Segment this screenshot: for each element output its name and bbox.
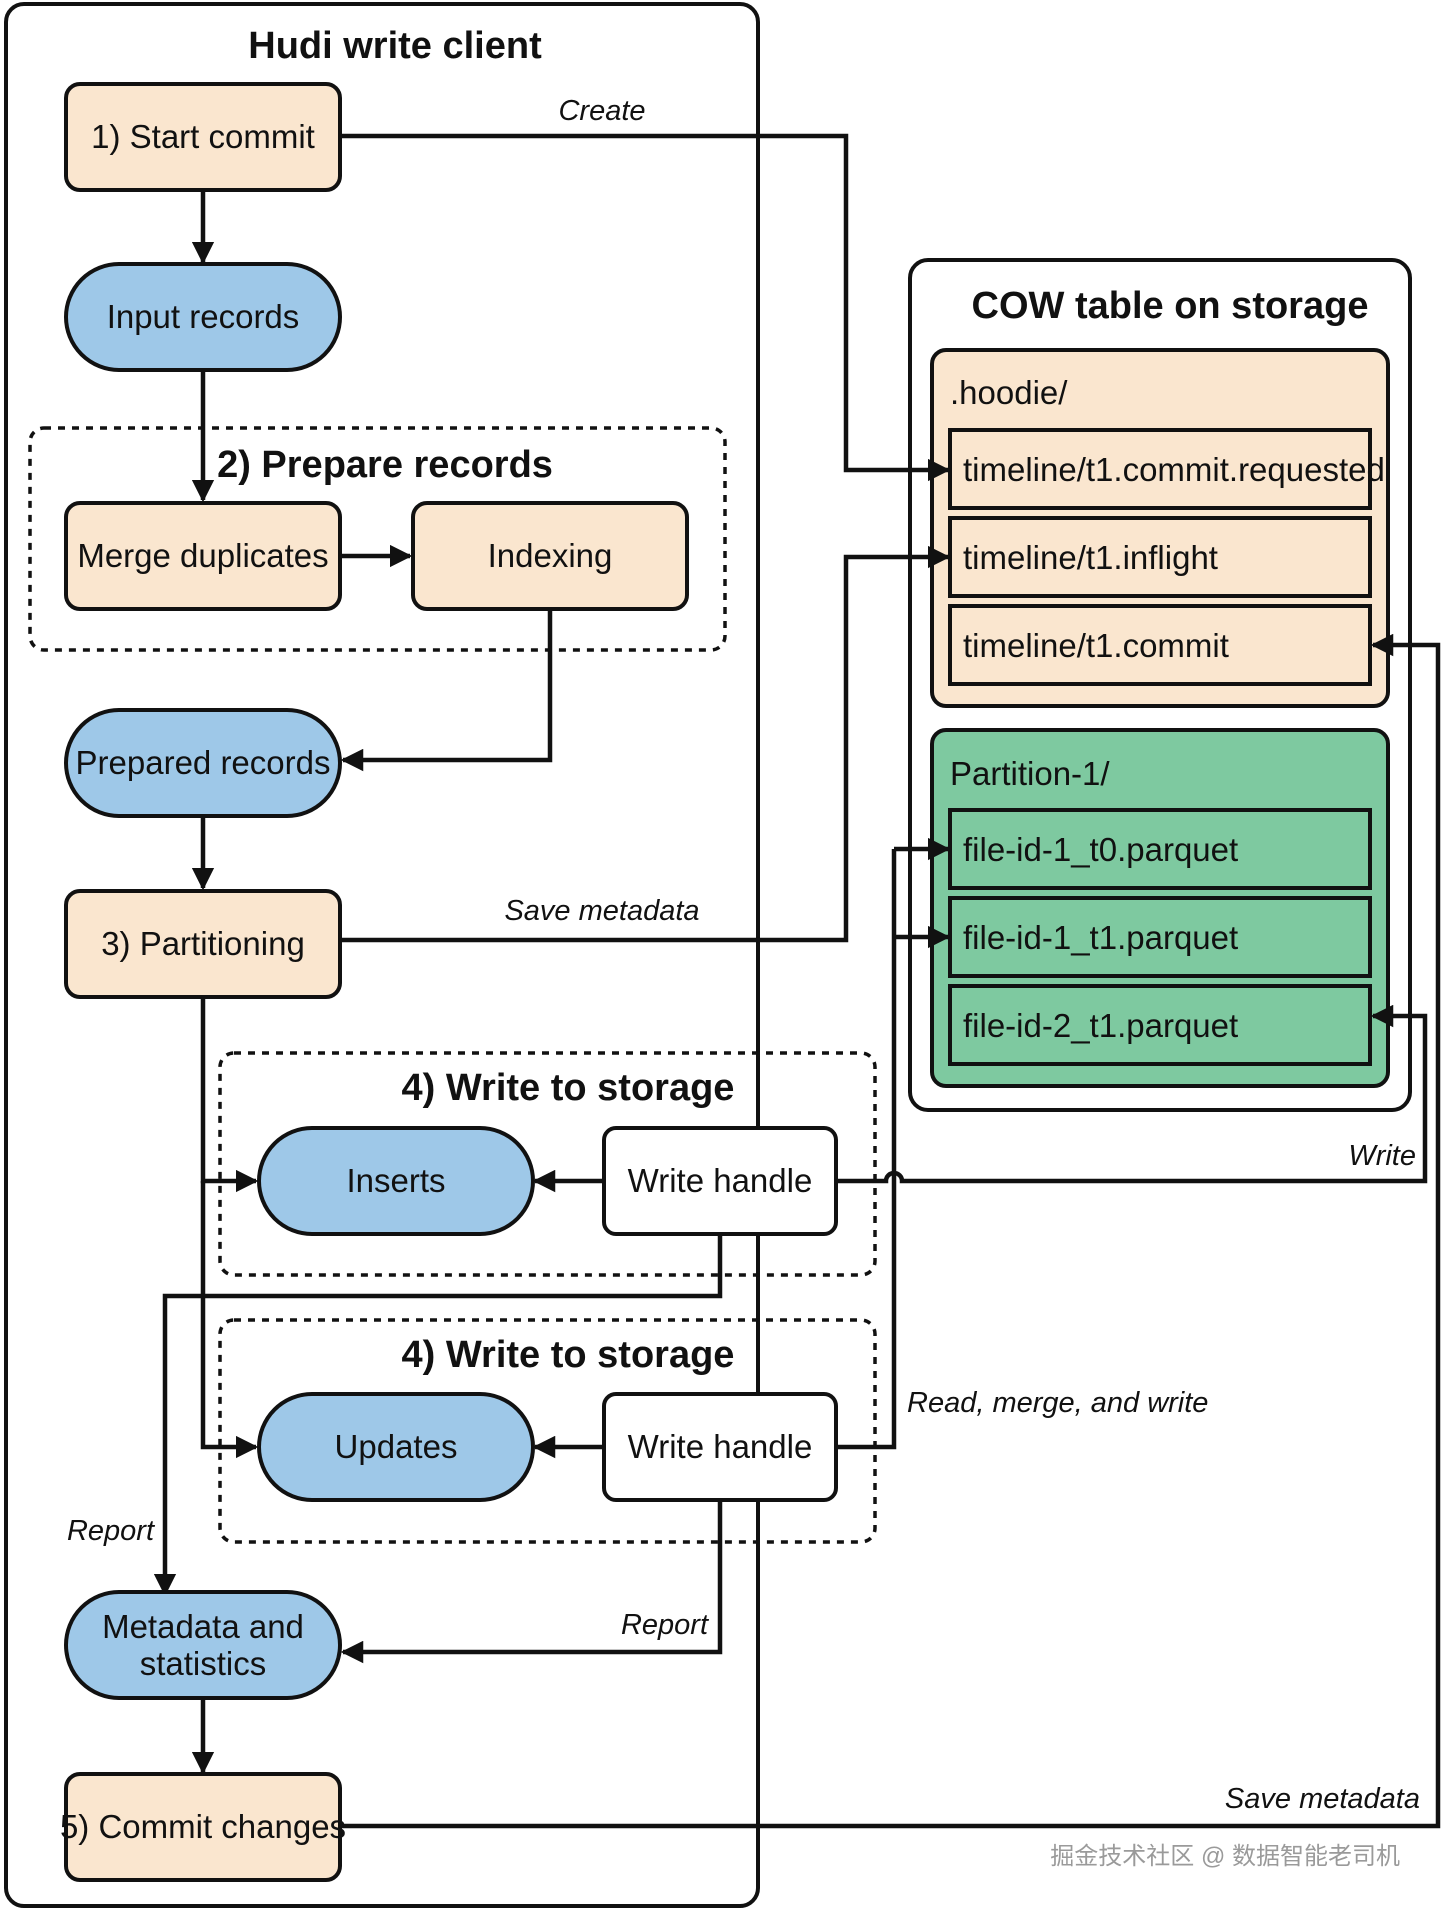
- prepare-records-title: 2) Prepare records: [217, 444, 553, 486]
- cow-table-title: COW table on storage: [972, 285, 1369, 327]
- prepared-records-node: [64, 708, 342, 818]
- timeline-requested-file: [948, 428, 1372, 510]
- write-storage-group-2: [218, 1318, 877, 1544]
- save-metadata-top-label: Save metadata: [504, 895, 699, 927]
- parquet-file-1-label: file-id-1_t0.parquet: [963, 831, 1238, 868]
- timeline-inflight-file: [948, 516, 1372, 598]
- timeline-commit-file: [948, 604, 1372, 686]
- indexing-label: Indexing: [488, 537, 613, 574]
- partitioning-node: [64, 889, 342, 999]
- parquet-file-3-label: file-id-2_t1.parquet: [963, 1007, 1238, 1044]
- report-left-label: Report: [67, 1515, 156, 1547]
- write-edge-label: Write: [1348, 1140, 1416, 1172]
- write-storage-group-2-title: 4) Write to storage: [402, 1334, 735, 1376]
- watermark: 掘金技术社区 @ 数据智能老司机: [1050, 1843, 1400, 1870]
- commit-changes-node: [64, 1772, 342, 1882]
- save-metadata-bottom-label: Save metadata: [1225, 1783, 1420, 1815]
- edge-save-metadata-top: [340, 545, 951, 943]
- report-right-label: Report: [621, 1609, 710, 1641]
- edge-report-right: [340, 1500, 723, 1664]
- inserts-label: Inserts: [346, 1162, 445, 1199]
- read-merge-write-label: Read, merge, and write: [907, 1387, 1208, 1419]
- input-records-node: [64, 262, 342, 372]
- indexing-node: [411, 501, 689, 611]
- write-storage-group-1-title: 4) Write to storage: [402, 1067, 735, 1109]
- edge-partitioning-to-inserts: [200, 995, 259, 1193]
- metadata-statistics-line2: statistics: [140, 1645, 267, 1682]
- edge-save-metadata-bottom: [340, 633, 1441, 1829]
- parquet-file-3: [948, 984, 1372, 1066]
- edge-report-left: [153, 1234, 723, 1597]
- edge-indexing-to-prepared: [340, 610, 553, 772]
- start-commit-label: 1) Start commit: [91, 118, 315, 155]
- metadata-statistics-line1: Metadata and: [102, 1608, 304, 1645]
- write-handle-2-label: Write handle: [628, 1428, 813, 1465]
- merge-duplicates-label: Merge duplicates: [77, 537, 328, 574]
- write-handle-1-node: [602, 1126, 838, 1236]
- input-records-label: Input records: [107, 298, 300, 335]
- partition-folder-label: Partition-1/: [950, 755, 1110, 792]
- merge-duplicates-node: [64, 501, 342, 611]
- start-commit-node: [64, 82, 342, 192]
- commit-changes-label: 5) Commit changes: [60, 1808, 346, 1845]
- write-handle-2-node: [602, 1392, 838, 1502]
- write-storage-group-1: [218, 1051, 877, 1277]
- hoodie-folder-label: .hoodie/: [950, 374, 1068, 411]
- parquet-file-2: [948, 896, 1372, 978]
- updates-node: [257, 1392, 535, 1502]
- edge-create: [340, 133, 951, 482]
- hudi-write-client-frame: [4, 2, 760, 1908]
- hudi-write-client-title: Hudi write client: [248, 25, 542, 67]
- edge-partitioning-to-updates: [200, 1181, 259, 1459]
- inserts-node: [257, 1126, 535, 1236]
- metadata-statistics-node: [64, 1590, 342, 1700]
- timeline-requested-label: timeline/t1.commit.requested: [963, 451, 1385, 488]
- partitioning-label: 3) Partitioning: [101, 925, 305, 962]
- write-handle-1-label: Write handle: [628, 1162, 813, 1199]
- timeline-commit-label: timeline/t1.commit: [963, 627, 1229, 664]
- updates-label: Updates: [335, 1428, 458, 1465]
- parquet-file-1: [948, 808, 1372, 890]
- parquet-file-2-label: file-id-1_t1.parquet: [963, 919, 1238, 956]
- prepared-records-label: Prepared records: [76, 744, 331, 781]
- create-edge-label: Create: [558, 95, 645, 127]
- edge-read-merge-write: [836, 849, 897, 1450]
- timeline-inflight-label: timeline/t1.inflight: [963, 539, 1218, 576]
- prepare-records-group: [28, 426, 727, 652]
